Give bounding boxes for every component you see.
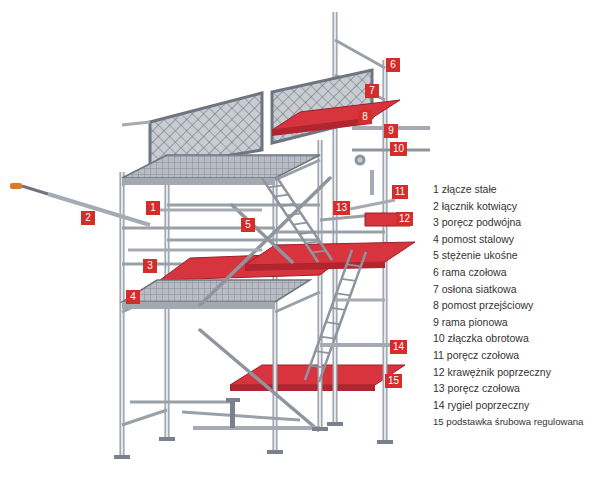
part-label: 8 pomost przejściowy [433, 299, 533, 312]
cross-bar [320, 343, 398, 347]
part-label: 12 krawężnik poprzeczny [433, 366, 551, 379]
callout-text: 1 [150, 202, 156, 214]
bottom-deck-edge [230, 385, 375, 391]
part-label: 13 poręcz czołowa [433, 382, 520, 395]
part-label: 14 rygiel poprzeczny [433, 399, 529, 412]
callout-text: 13 [336, 202, 347, 214]
anchor-tie [10, 183, 150, 225]
callout-text: 8 [362, 111, 368, 123]
part-label: 6 rama czołowa [433, 266, 507, 279]
callout-text: 14 [393, 341, 404, 353]
posts [122, 12, 385, 455]
callout-number: 2 [81, 211, 95, 225]
callout-number: 5 [241, 218, 255, 232]
cross-bar [193, 426, 320, 430]
callout-text: 3 [147, 260, 153, 272]
middle-deck [245, 242, 415, 265]
part-label: 11 poręcz czołowa [433, 349, 519, 362]
callout-text: 5 [245, 219, 251, 231]
callout-number: 6 [386, 58, 400, 72]
callout-text: 12 [399, 213, 410, 225]
callout-text: 15 [388, 375, 399, 387]
part-label: 10 złączka obrotowa [433, 332, 529, 345]
callout-number: 14 [390, 340, 407, 354]
callout-number: 10 [390, 142, 407, 156]
callout-number: 7 [365, 84, 379, 98]
callout-number: 1 [146, 201, 160, 215]
callout-text: 7 [369, 85, 375, 97]
callout-number: 9 [384, 124, 398, 138]
part-label: 3 poręcz podwójna [433, 216, 521, 229]
diagonal-brace [200, 178, 330, 430]
part-label: 2 łącznik kotwiący [433, 200, 517, 213]
callout-number: 13 [333, 201, 350, 215]
part-label: 1 złącze stałe [433, 183, 497, 196]
part-label: 5 stężenie ukośne [433, 249, 518, 262]
callout-text: 11 [395, 186, 405, 198]
steel-deck [122, 155, 320, 178]
callout-number: 3 [143, 259, 157, 273]
callout-number: 12 [396, 212, 413, 226]
ladder [262, 176, 366, 382]
part-label: 4 pomost stalowy [433, 233, 514, 246]
callout-number: 8 [358, 110, 372, 124]
callout-text: 10 [393, 143, 404, 155]
callout-number: 15 [385, 374, 402, 388]
callout-number: 4 [126, 290, 140, 304]
callout-number: 11 [392, 185, 408, 199]
part-label: 7 osłona siatkowa [433, 283, 516, 296]
part-label: 9 rama pionowa [433, 316, 508, 329]
callout-text: 2 [85, 212, 91, 224]
end-rail [370, 170, 374, 195]
callout-text: 4 [130, 291, 136, 303]
frame-bars [122, 40, 385, 425]
callout-text: 6 [390, 59, 396, 71]
callout-text: 9 [388, 125, 394, 137]
part-label: 15 podstawka śrubowa regulowana [433, 415, 583, 428]
base-jack [114, 398, 393, 459]
